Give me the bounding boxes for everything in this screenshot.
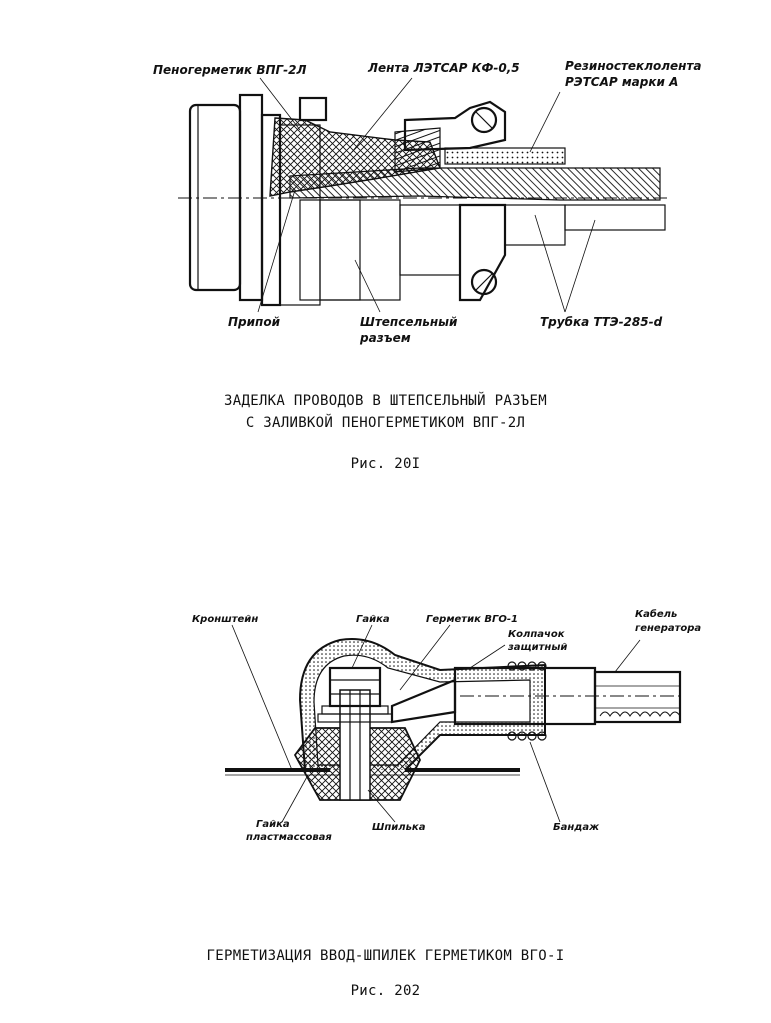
coupling-nut	[298, 96, 328, 122]
label-rubber-glass-tape-line1: Резиностеклолента	[565, 59, 702, 73]
label-tape: Лента ЛЭТСАР КФ-0,5	[367, 61, 520, 75]
figure-202-leader-lines	[231, 624, 641, 823]
figure-201-leader-lines	[257, 77, 596, 313]
label-sealant-vgo: Герметик ВГО-1	[426, 614, 518, 625]
label-cap-line2: защитный	[507, 642, 567, 653]
label-plastic-nut-line2: пластмассовая	[246, 832, 332, 843]
label-solder: Припой	[228, 315, 281, 329]
label-cable-line2: генератора	[635, 623, 701, 634]
label-nut: Гайка	[356, 614, 390, 625]
hex-nut	[317, 666, 393, 723]
bandage-coils	[507, 661, 547, 741]
label-cable-line1: Кабель	[635, 608, 677, 620]
label-cap-line1: Колпачок	[508, 629, 565, 640]
label-foam-sealant: Пеногерметик ВПГ-2Л	[153, 63, 307, 77]
label-tube: Трубка ТТЭ-285-d	[540, 315, 663, 329]
cable-clamp-top	[403, 100, 507, 152]
rubber-glass-tape	[444, 147, 566, 165]
figure-202-number: Рис. 202	[350, 983, 421, 999]
figure-201-number: Рис. 20I	[350, 456, 421, 472]
caption-201-line2: С ЗАЛИВКОЙ ПЕНОГЕРМЕТИКОМ ВПГ-2Л	[245, 415, 526, 431]
label-connector-line1: Штепсельный	[360, 315, 458, 329]
figure-202-stud-drawing: Кронштейн Гайка Герметик ВГО-1 Колпачок …	[192, 608, 701, 843]
figure-201-connector-drawing: Пеногерметик ВПГ-2Л Лента ЛЭТСАР КФ-0,5 …	[153, 59, 702, 345]
stud	[339, 689, 371, 801]
label-plastic-nut-line1: Гайка	[256, 819, 290, 830]
label-connector-line2: разъем	[359, 331, 411, 345]
label-rubber-glass-tape-line2: РЭТСАР марки А	[565, 75, 678, 89]
figure-201-caption: ЗАДЕЛКА ПРОВОДОВ В ШТЕПСЕЛЬНЫЙ РАЗЪЕМ С …	[0, 393, 771, 431]
figure-202-caption: ГЕРМЕТИЗАЦИЯ ВВОД-ШПИЛЕК ГЕРМЕТИКОМ ВГО-…	[206, 948, 565, 964]
caption-201-line1: ЗАДЕЛКА ПРОВОДОВ В ШТЕПСЕЛЬНЫЙ РАЗЪЕМ	[224, 393, 547, 409]
wire-bundle	[289, 167, 661, 201]
label-bandage: Бандаж	[553, 822, 600, 833]
label-stud: Шпилька	[372, 822, 426, 833]
label-bracket: Кронштейн	[192, 614, 258, 625]
connector-lower-half	[299, 199, 666, 302]
